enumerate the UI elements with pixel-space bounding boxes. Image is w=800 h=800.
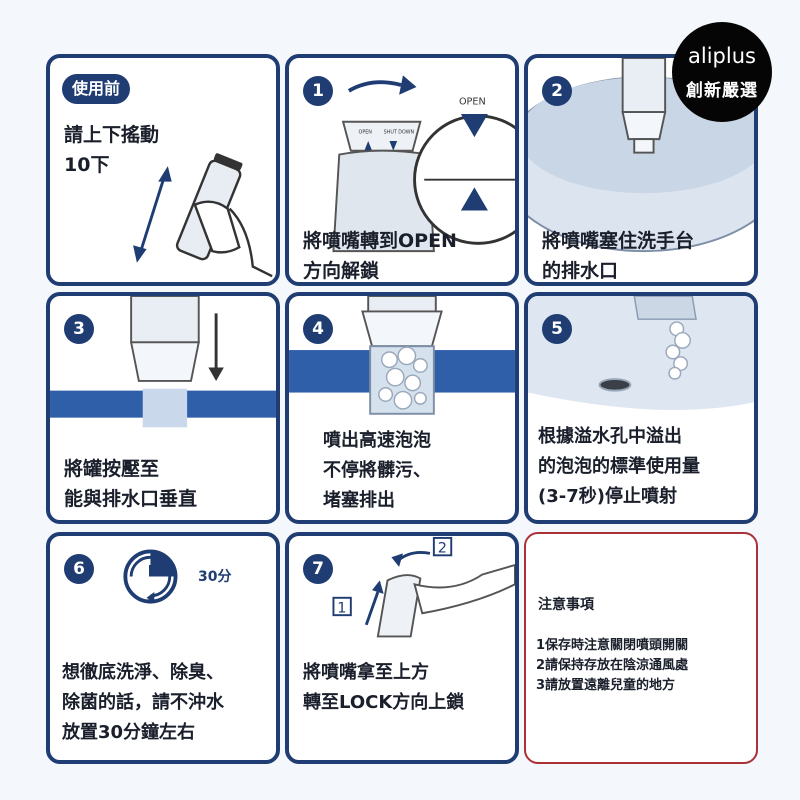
step-text-line: 請上下搖動 [64,124,160,146]
step-text-line: 方向解鎖 [303,260,380,282]
card-before-use: 使用前 請上下搖動 10下 [46,54,280,286]
step-text-line: 轉至LOCK方向上鎖 [303,692,465,713]
brand-logo: aliplus 創新嚴選 [672,22,772,122]
step-mark-2: 2 [438,540,447,556]
step-text-line: 將噴嘴轉到OPEN [303,230,457,252]
notes-list: 1保存時注意關閉噴頭開關 2請保持存放在陰涼通風處 3請放置遠離兒童的地方 [536,636,688,696]
cap-label-shut: SHUT DOWN [384,129,415,135]
step-text-line: 的泡泡的標準使用量 [538,456,700,477]
step-text-line: 堵塞排出 [323,490,395,511]
step-text: 根據溢水孔中溢出 的泡泡的標準使用量 (3-7秒)停止噴射 [538,422,700,512]
step-text: 將噴嘴拿至上方 轉至LOCK方向上鎖 [303,658,464,718]
foam-jet-illustration [289,296,515,415]
step-text-line: 將噴嘴塞住洗手台 [542,230,695,252]
timer-label: 30分 [198,569,232,585]
step-badge: 使用前 [62,74,131,104]
logo-text-zh: 創新嚴選 [686,81,758,101]
step-text-line: 除菌的話，請不沖水 [62,692,224,713]
press-can-illustration [50,296,276,428]
timer-illustration [123,549,178,604]
step-badge: 1 [303,76,333,106]
card-step-6: 6 30分 想徹底洗淨、除臭、 除菌的話，請不沖水 放置30分鐘左右 [46,532,280,764]
step-badge: 6 [64,554,94,584]
notes-item: 3請放置遠離兒童的地方 [536,678,676,693]
logo-text-en: aliplus [688,44,756,68]
lock-nozzle-illustration: 2 1 [332,536,515,638]
shake-illustration [133,153,273,278]
card-step-4: 4 噴出高速泡泡 不停將髒污、 堵塞排出 [285,292,519,524]
step-text-line: 噴出高速泡泡 [323,430,431,451]
step-text: 請上下搖動 10下 [64,120,159,180]
card-step-3: 3 將罐按壓至 能與排水口垂直 [46,292,280,524]
open-nozzle-illustration: OPEN SHUT DOWN OPEN [332,75,515,253]
cap-label-open: OPEN [359,129,373,135]
step-text-line: 不停將髒污、 [323,460,431,481]
step-text-line: 將罐按壓至 [64,458,160,480]
step-badge: 7 [303,554,333,584]
card-step-1: OPEN SHUT DOWN OPEN 1 將噴嘴轉到OPEN 方向解鎖 [285,54,519,286]
step-text: 噴出高速泡泡 不停將髒污、 堵塞排出 [323,426,431,516]
zoom-open-label: OPEN [459,96,486,107]
step-text-line: (3-7秒)停止噴射 [538,486,677,507]
step-text: 將罐按壓至 能與排水口垂直 [64,454,197,514]
step-text-line: 能與排水口垂直 [64,488,198,510]
step-mark-1: 1 [337,600,346,616]
step-text-line: 根據溢水孔中溢出 [538,426,682,447]
step-text: 將噴嘴轉到OPEN 方向解鎖 [303,226,457,282]
step-badge: 3 [64,314,94,344]
card-notes: 注意事項 1保存時注意關閉噴頭開關 2請保持存放在陰涼通風處 3請放置遠離兒童的… [524,532,758,764]
card-step-7: 2 1 7 將噴嘴拿至上方 轉至LOCK方向上鎖 [285,532,519,764]
notes-item: 1保存時注意關閉噴頭開關 [536,638,689,653]
step-badge: 2 [542,76,572,106]
step-badge: 5 [542,314,572,344]
step-text-line: 放置30分鐘左右 [62,722,196,743]
step-text-line: 想徹底洗淨、除臭、 [62,662,224,683]
step-badge: 4 [303,314,333,344]
overflow-hole-illustration [528,296,754,410]
card-step-5: 5 根據溢水孔中溢出 的泡泡的標準使用量 (3-7秒)停止噴射 [524,292,758,524]
step-text-line: 的排水口 [542,260,619,282]
step-text: 將噴嘴塞住洗手台 的排水口 [542,226,695,282]
step-text-line: 將噴嘴拿至上方 [303,662,429,683]
step-text-line: 10下 [64,154,110,176]
notes-item: 2請保持存放在陰涼通風處 [536,658,689,673]
notes-title: 注意事項 [538,597,594,613]
step-text: 想徹底洗淨、除臭、 除菌的話，請不沖水 放置30分鐘左右 [62,658,224,748]
